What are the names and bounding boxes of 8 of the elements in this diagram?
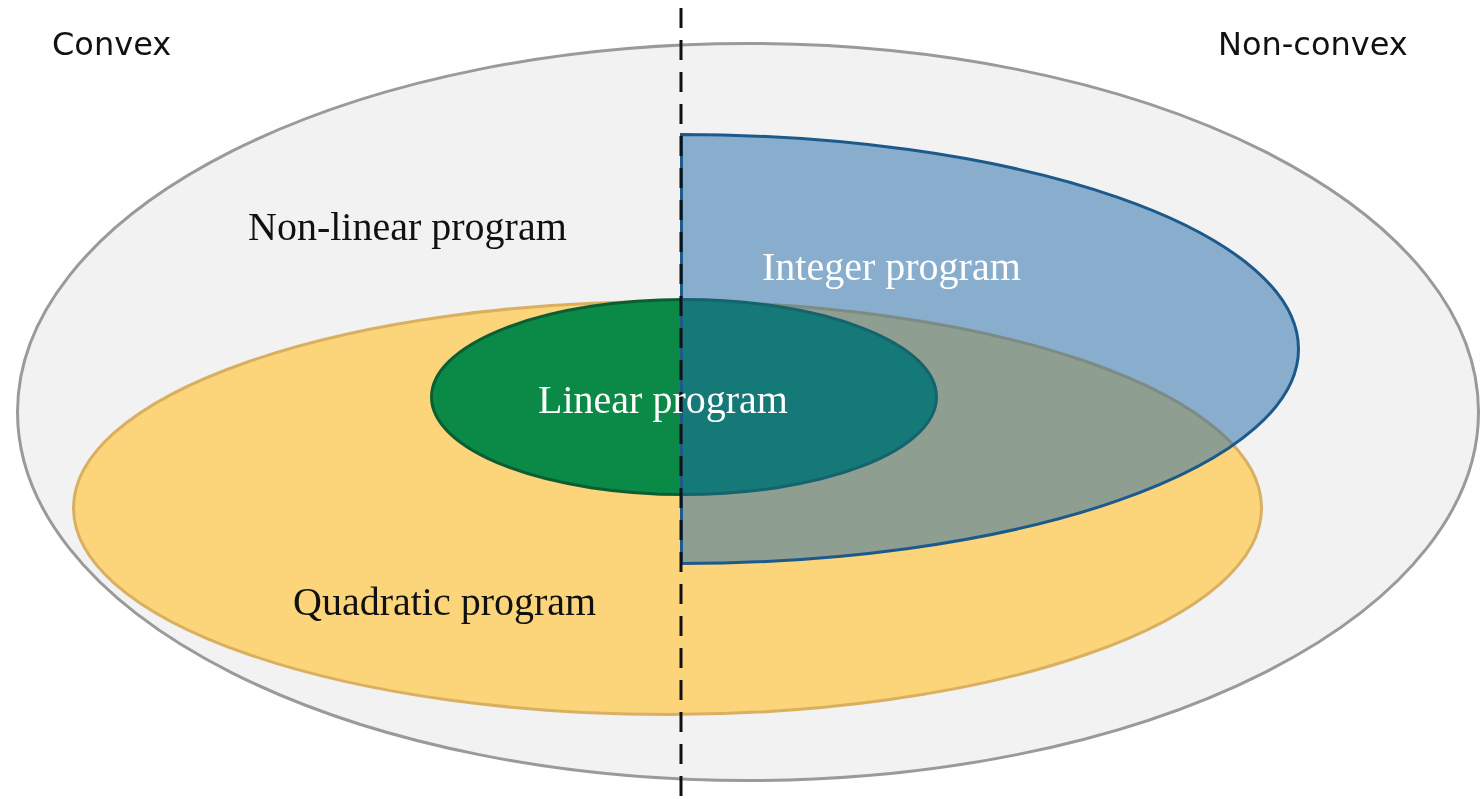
- region-label: Linear program: [538, 380, 788, 420]
- side-label: Non-convex: [1218, 28, 1408, 60]
- region-label: Quadratic program: [293, 582, 597, 622]
- ellipse-region: [72, 300, 1263, 716]
- region-label: Integer program: [762, 247, 1021, 287]
- region-label: Non-linear program: [248, 207, 567, 247]
- side-label: Convex: [52, 28, 172, 60]
- ellipse-region: [430, 298, 938, 496]
